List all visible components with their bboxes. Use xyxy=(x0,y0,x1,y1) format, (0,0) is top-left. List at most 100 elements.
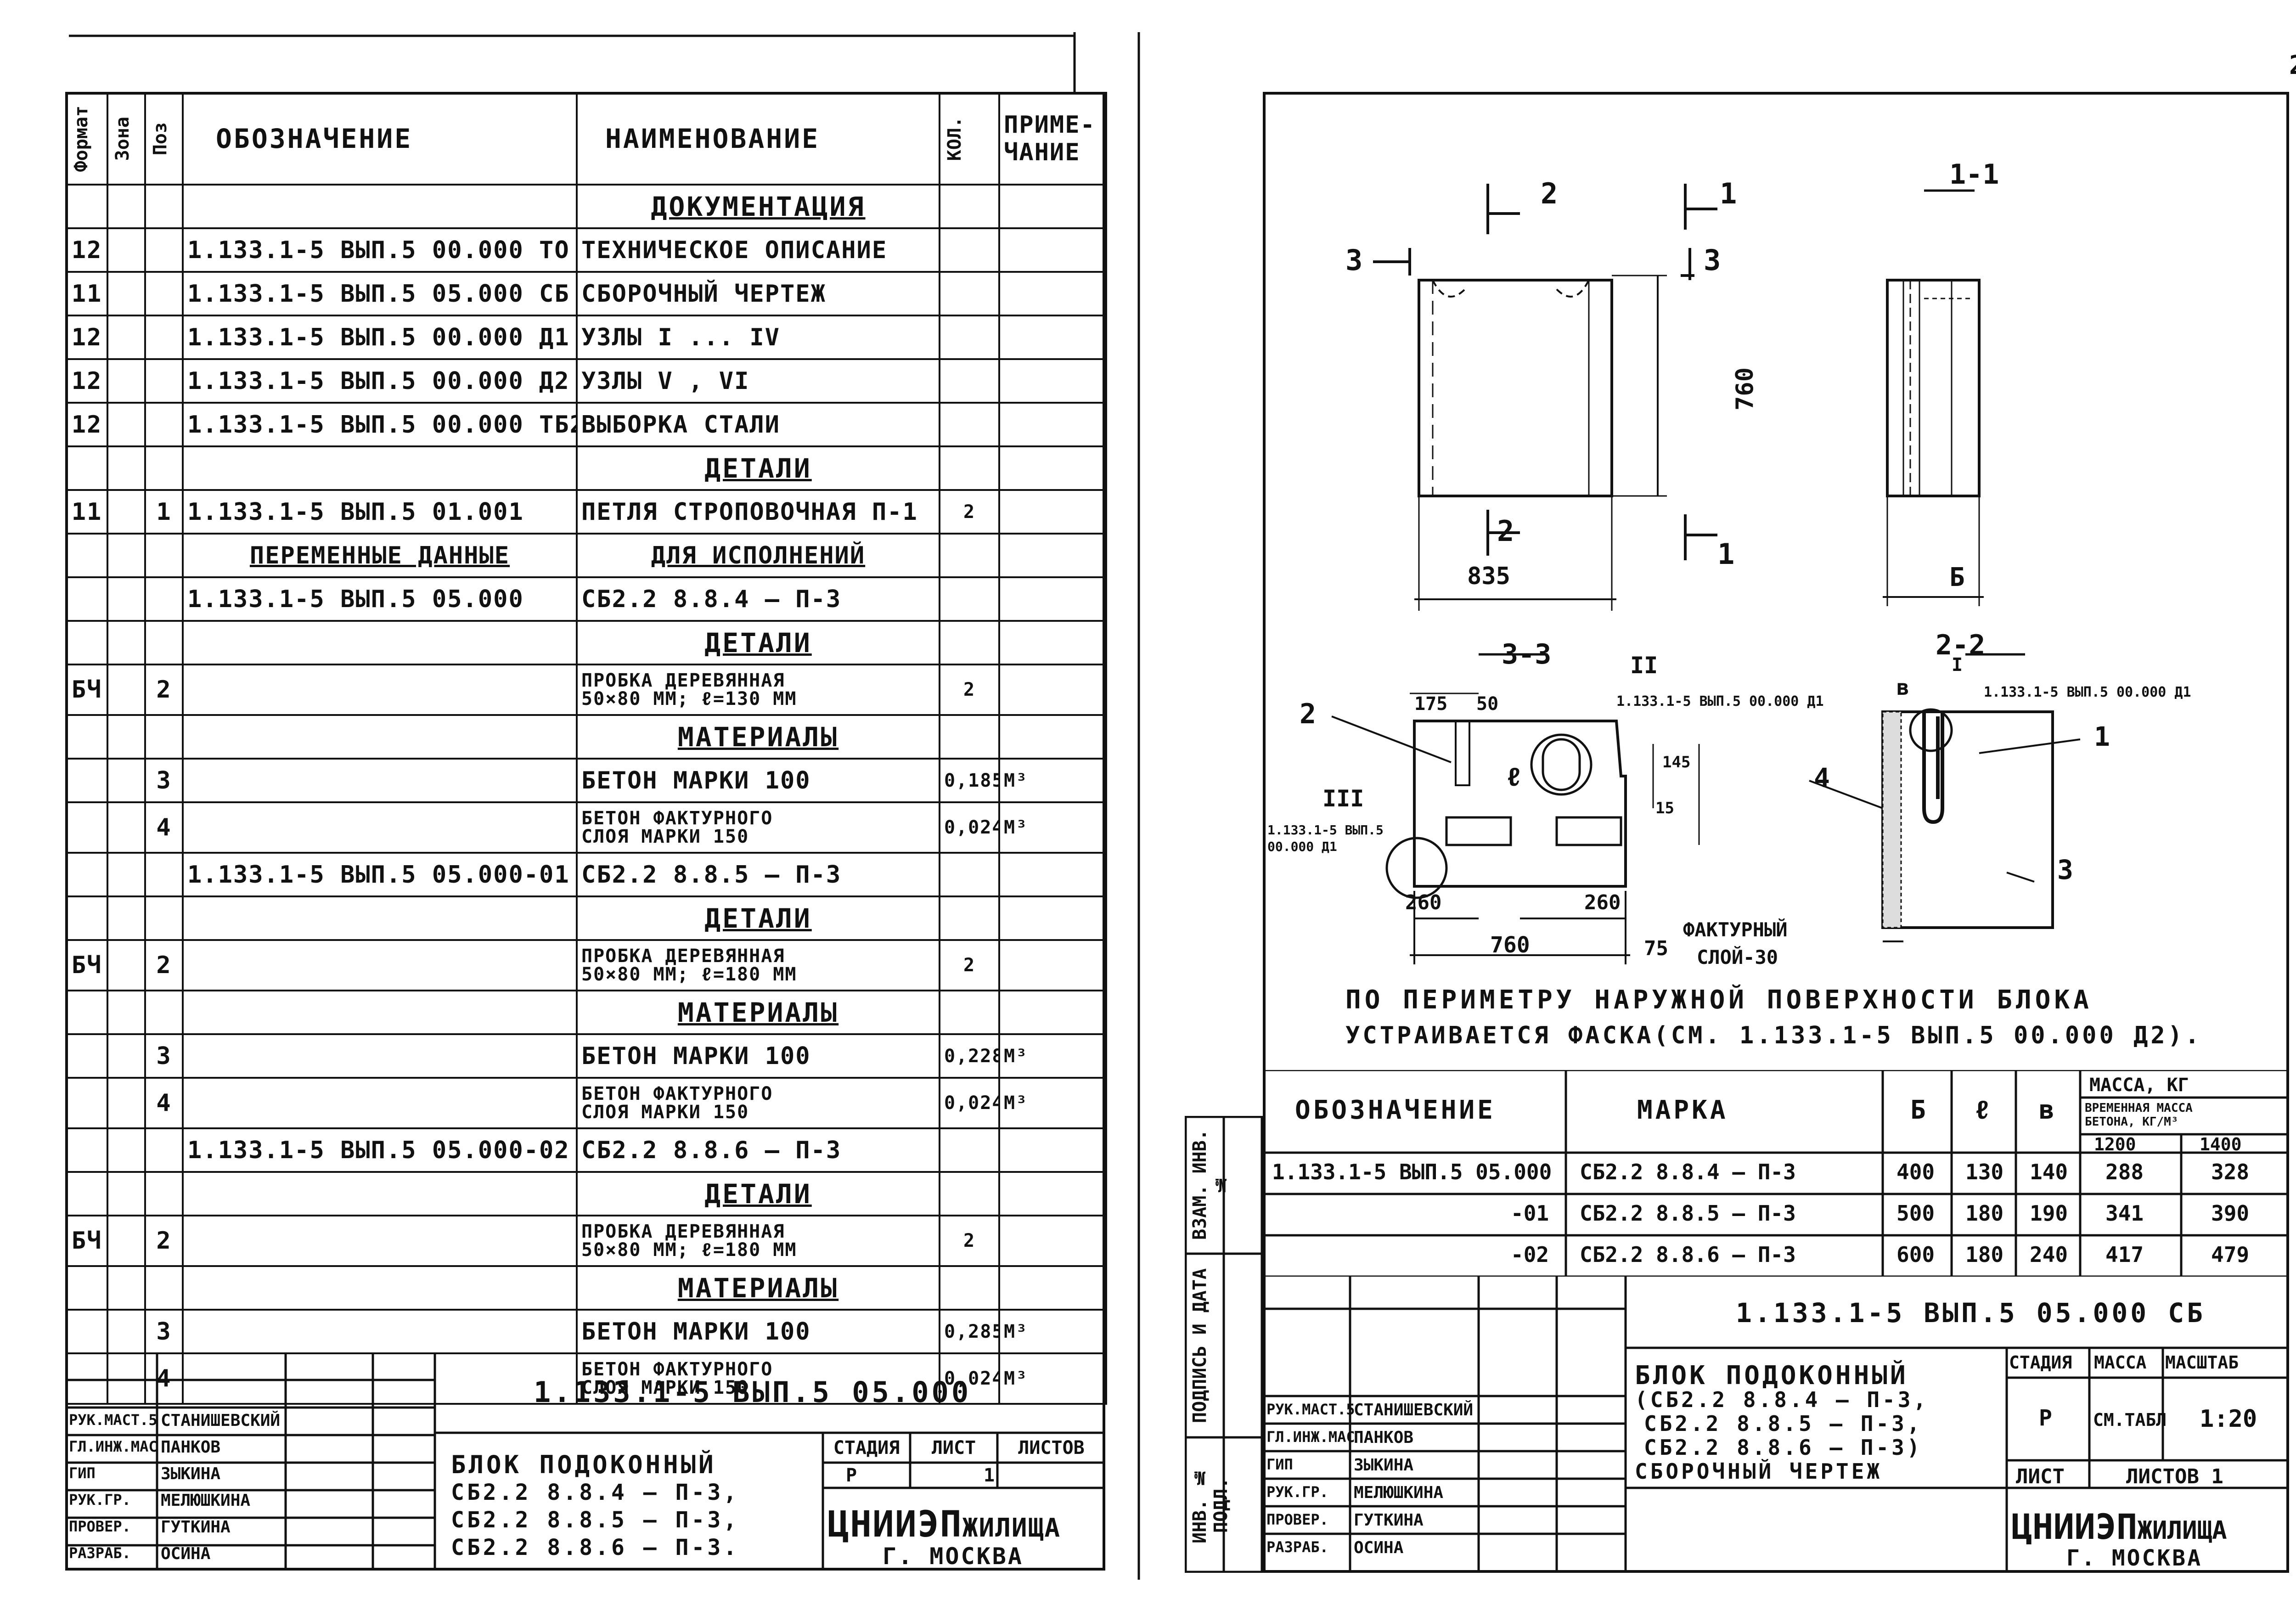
cut-label-1-bottom: 1 xyxy=(1717,537,1735,571)
mass-th-designation: ОБОЗНАЧЕНИЕ xyxy=(1295,1095,1496,1125)
dim-50: 50 xyxy=(1476,693,1499,715)
side-strip: ВЗАМ. ИНВ. № ПОДПИСЬ И ДАТА ИНВ. № ПОДЛ. xyxy=(1185,1116,1263,1573)
mass-cell-designation: -01 xyxy=(1511,1201,1549,1226)
spec-name: УЗЛЫ V , VI xyxy=(576,358,940,404)
signatory-role: РУК.МАСТ.5 xyxy=(1266,1401,1355,1418)
dim-260-a: 260 xyxy=(1405,891,1442,914)
spec-format xyxy=(65,1265,108,1311)
spec-unit xyxy=(998,939,1107,991)
dim-15: 15 xyxy=(1655,799,1674,817)
view-title-3-3: 3-3 xyxy=(1502,638,1552,670)
spec-format xyxy=(65,533,108,578)
spec-unit xyxy=(998,271,1107,316)
signatory-role: РУК.ГР. xyxy=(69,1491,131,1509)
view-title-2-2: 2-2 xyxy=(1936,629,1986,661)
spec-zone xyxy=(107,227,146,273)
left-sheet-value: 1 xyxy=(984,1465,995,1486)
spec-row: МАТЕРИАЛЫ xyxy=(65,714,1107,760)
header-qty: КОЛ. xyxy=(939,92,1000,186)
node-ref-ii: 1.133.1-5 ВЫП.5 00.000 Д1 xyxy=(1616,693,1824,709)
spec-designation xyxy=(182,184,578,229)
dim-760-vertical: 760 xyxy=(1731,367,1759,411)
section-3-3 xyxy=(1331,653,1700,964)
spec-designation xyxy=(182,1265,578,1311)
left-sheets-header: ЛИСТОВ xyxy=(1018,1437,1085,1458)
spec-designation xyxy=(182,801,578,854)
mass-table: ОБОЗНАЧЕНИЕ МАРКА Б ℓ в МАССА, КГ ВРЕМЕН… xyxy=(1263,1070,2289,1277)
dim-v: в xyxy=(1896,675,1909,700)
signatory-role: РУК.МАСТ.5 xyxy=(69,1411,158,1429)
spec-designation xyxy=(182,990,578,1035)
spec-format xyxy=(65,1033,108,1079)
spec-format: 11 xyxy=(65,489,108,535)
spec-designation xyxy=(182,620,578,665)
spec-name: МАТЕРИАЛЫ xyxy=(576,714,940,760)
spec-format: БЧ xyxy=(65,1215,108,1267)
spec-format xyxy=(65,801,108,854)
spec-zone xyxy=(107,1171,146,1216)
spec-pos: 4 xyxy=(144,801,184,854)
spec-name: ДЕТАЛИ xyxy=(576,445,940,491)
spec-row: ДЕТАЛИ xyxy=(65,1171,1107,1216)
dim-l: ℓ xyxy=(1506,762,1522,792)
spec-zone xyxy=(107,358,146,404)
spec-pos xyxy=(144,990,184,1035)
spec-zone xyxy=(107,664,146,716)
spec-zone xyxy=(107,576,146,622)
spec-qty: 0,185 xyxy=(939,758,1000,803)
spec-name: ТЕХНИЧЕСКОЕ ОПИСАНИЕ xyxy=(576,227,940,273)
spec-pos xyxy=(144,184,184,229)
spec-name-line: СЛОЯ МАРКИ 150 xyxy=(581,1377,749,1398)
spec-pos: 2 xyxy=(144,1215,184,1267)
dim-760-bottom: 760 xyxy=(1490,932,1530,958)
spec-qty xyxy=(939,533,1000,578)
section-2-2 xyxy=(1809,653,2081,942)
spec-pos xyxy=(144,1127,184,1173)
spec-qty xyxy=(939,402,1000,447)
spec-qty xyxy=(939,445,1000,491)
spec-zone xyxy=(107,184,146,229)
signatory-role: ГЛ.ИНЖ.МАС xyxy=(69,1438,158,1455)
spec-name: ДЕТАЛИ xyxy=(576,620,940,665)
spec-format: 11 xyxy=(65,271,108,316)
signatory-name: ГУТКИНА xyxy=(161,1518,231,1537)
spec-format xyxy=(65,1171,108,1216)
dim-b: Б xyxy=(1949,563,1965,592)
side-label-inv-orig: ИНВ. № ПОДЛ. xyxy=(1189,1467,1232,1543)
spec-zone xyxy=(107,852,146,897)
spec-format xyxy=(65,990,108,1035)
spec-designation xyxy=(182,1215,578,1267)
spec-designation xyxy=(182,758,578,803)
spec-name: ДЕТАЛИ xyxy=(576,1171,940,1216)
spec-format xyxy=(65,714,108,760)
left-stage-value: Р xyxy=(846,1465,857,1486)
section-1-1 xyxy=(1883,189,1984,606)
spec-pos xyxy=(144,533,184,578)
spec-qty: 0,024 xyxy=(939,1352,1000,1405)
pos-label-3: 3 xyxy=(2057,854,2073,885)
spec-designation xyxy=(182,939,578,991)
spec-pos: 1 xyxy=(144,489,184,535)
spec-name: СБ2.2 8.8.6 – П-3 xyxy=(576,1127,940,1173)
spec-name: ДОКУМЕНТАЦИЯ xyxy=(576,184,940,229)
spec-name: БЕТОН МАРКИ 100 xyxy=(576,758,940,803)
spec-designation xyxy=(182,664,578,716)
header-pos: Поз xyxy=(144,92,184,186)
node-label-i: I xyxy=(1952,654,1963,676)
node-label-iii: III xyxy=(1322,785,1364,812)
mass-cell-mark: СБ2.2 8.8.6 – П-3 xyxy=(1580,1242,1796,1267)
signatory-role: ПРОВЕР. xyxy=(69,1518,131,1535)
chamfer-note-line2: УСТРАИВАЕТСЯ ФАСКА(СМ. 1.133.1-5 ВЫП.5 0… xyxy=(1345,1022,2202,1049)
mass-th-1400: 1400 xyxy=(2200,1134,2242,1154)
spec-name: ДЕТАЛИ xyxy=(576,895,940,941)
node-label-ii: II xyxy=(1630,652,1658,679)
spec-pos: 2 xyxy=(144,939,184,991)
spec-unit xyxy=(998,227,1107,273)
